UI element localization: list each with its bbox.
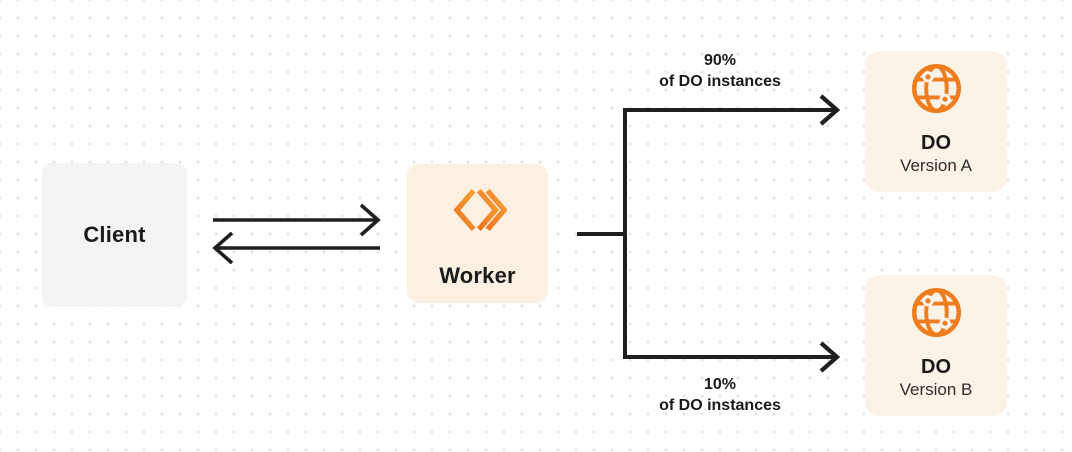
do-b-title: DO — [921, 356, 951, 378]
client-to-worker-arrow — [213, 203, 381, 237]
client-node-label: Client — [83, 222, 146, 247]
worker-node-label: Worker — [439, 263, 516, 288]
bottom-branch-caption: of DO instances — [659, 397, 781, 414]
durable-object-globe-icon — [911, 288, 961, 337]
worker-node: Worker — [407, 164, 548, 303]
top-branch-percent: 90% — [703, 52, 737, 69]
do-version-a-node: DO Version A — [865, 51, 1007, 192]
top-branch-caption: of DO instances — [659, 73, 781, 90]
top-branch-label: 90% of DO instances — [600, 50, 840, 92]
durable-object-globe-icon — [911, 64, 961, 113]
client-node: Client — [42, 163, 187, 307]
cloudflare-workers-icon — [452, 188, 507, 232]
arrowhead-to-do-a — [819, 94, 841, 126]
do-version-b-node: DO Version B — [865, 275, 1007, 416]
arrowhead-to-do-b — [819, 341, 841, 373]
branch-arrowheads — [819, 94, 841, 373]
do-b-subtitle: Version B — [899, 380, 973, 399]
do-a-subtitle: Version A — [900, 156, 972, 175]
do-a-title: DO — [921, 132, 951, 154]
bottom-branch-percent: 10% — [703, 376, 737, 393]
bottom-branch-label: 10% of DO instances — [600, 374, 840, 416]
worker-branch-lines — [577, 108, 836, 359]
worker-to-client-arrow — [212, 231, 380, 265]
